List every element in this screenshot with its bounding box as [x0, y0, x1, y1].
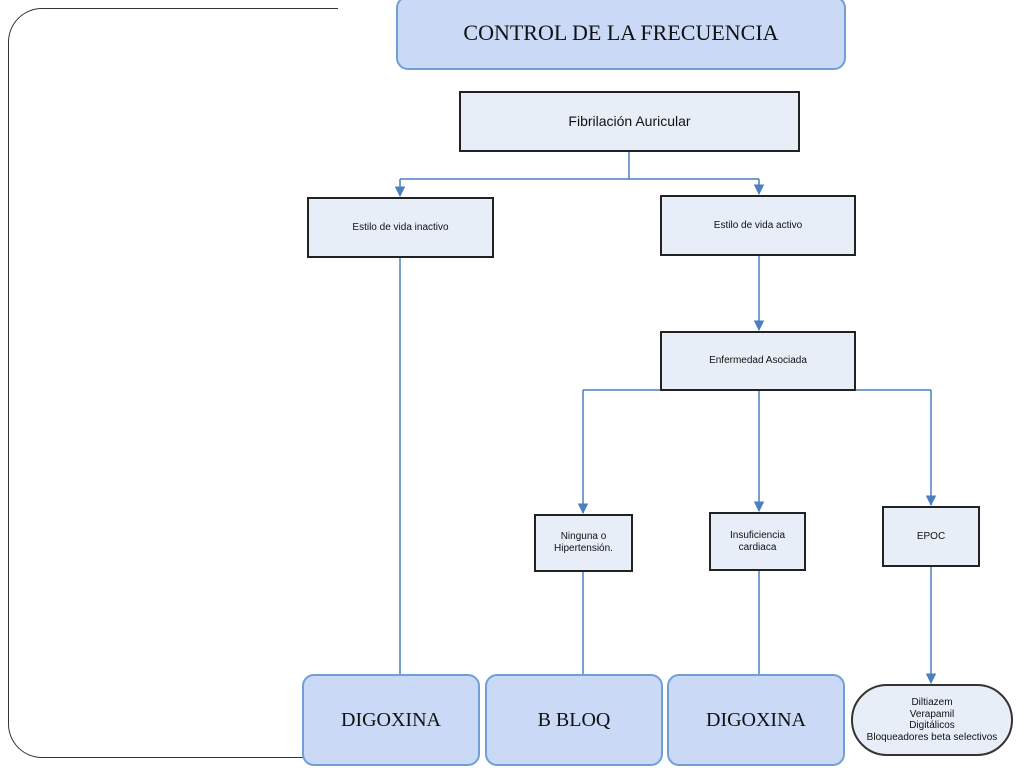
node-label: Fibrilación Auricular [568, 113, 691, 130]
option-bloqueadores: Bloqueadores beta selectivos [866, 731, 998, 743]
node-label-line: cardiaca [738, 541, 777, 553]
node-estilo-inactivo: Estilo de vida inactivo [307, 197, 494, 258]
node-label: Estilo de vida inactivo [352, 221, 449, 233]
node-epoc: EPOC [882, 506, 980, 567]
outcome-label: B BLOQ [537, 708, 611, 731]
node-ninguna-hipertension: Ninguna o Hipertensión. [534, 514, 633, 572]
outcome-digoxina-inactive: DIGOXINA [302, 674, 480, 766]
outcome-digoxina-heart: DIGOXINA [667, 674, 845, 766]
node-enfermedad-asociada: Enfermedad Asociada [660, 331, 856, 391]
node-label: Estilo de vida activo [713, 219, 803, 231]
option-diltiazem: Diltiazem [911, 697, 953, 708]
left-bracket [8, 8, 338, 758]
outcome-b-bloq: B BLOQ [485, 674, 663, 766]
node-insuficiencia-cardiaca: Insuficiencia cardiaca [709, 512, 806, 571]
outcome-copd-options: Diltiazem Verapamil Digitálicos Bloquead… [851, 684, 1013, 756]
option-digitalicos: Digitálicos [909, 720, 955, 731]
option-verapamil: Verapamil [909, 708, 955, 720]
node-label-line: Hipertensión. [554, 543, 613, 554]
outcome-label: DIGOXINA [706, 708, 806, 731]
node-label-line: Ninguna o [560, 531, 607, 542]
node-label-line: Insuficiencia [729, 529, 786, 541]
outcome-label: DIGOXINA [341, 708, 441, 731]
node-label: EPOC [916, 530, 946, 542]
node-fibrilacion-auricular: Fibrilación Auricular [459, 91, 800, 152]
node-estilo-activo: Estilo de vida activo [660, 195, 856, 256]
title-box: CONTROL DE LA FRECUENCIA [396, 0, 846, 70]
node-label: Enfermedad Asociada [709, 355, 807, 366]
page-title: CONTROL DE LA FRECUENCIA [463, 20, 779, 45]
